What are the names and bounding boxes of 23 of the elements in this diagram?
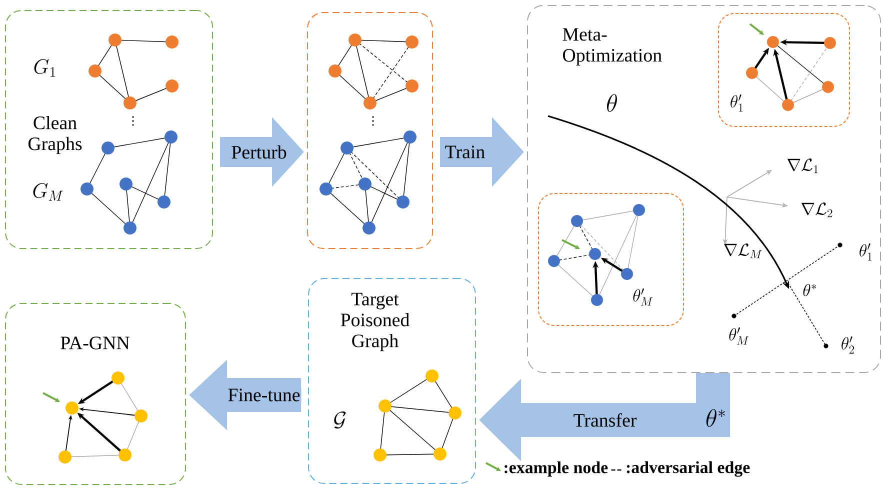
math-label: $\nabla\mathcal{L}_M$ <box>724 243 762 258</box>
math-label: $G_1$ <box>34 58 56 77</box>
math-label: $\theta'_M$ <box>729 327 749 345</box>
math-label: $\theta'_2$ <box>842 336 854 354</box>
math-label: $\theta'_M$ <box>633 288 653 306</box>
math-label: $\vdots$ <box>372 116 374 126</box>
math-label: $\theta^*$ <box>803 284 816 296</box>
legend-text: :example node <box>504 461 608 477</box>
graph-panel: PA-GNN <box>5 303 186 485</box>
legend-text: :adversarial edge <box>626 461 750 477</box>
edge-label: Perturb <box>230 144 288 160</box>
math-label: $\vdots$ <box>132 116 134 126</box>
edge-label: Train <box>444 144 486 160</box>
edge-label: Transfer <box>572 412 638 428</box>
math-label: $\theta'_1$ <box>730 94 743 112</box>
edge-label: Fine-tune <box>226 388 302 402</box>
math-label: $\nabla\mathcal{L}_1$ <box>788 158 818 174</box>
math-label: $\mathcal{G}$ <box>334 411 346 428</box>
math-label: $\theta^*$ <box>706 409 725 427</box>
math-label: $\nabla\mathcal{L}_2$ <box>802 202 832 218</box>
math-label: $G_M$ <box>33 182 63 201</box>
math-label: $\theta$ <box>607 94 617 112</box>
math-label: $\theta'_1$ <box>860 243 872 261</box>
